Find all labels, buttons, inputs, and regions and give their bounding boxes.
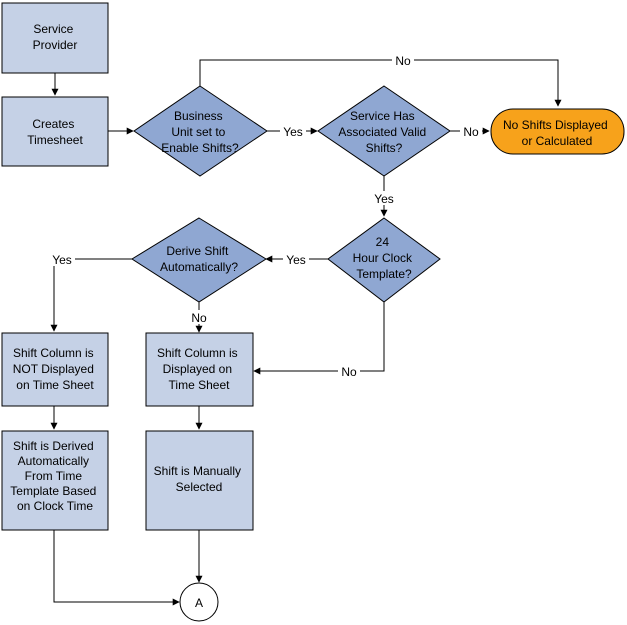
node-shift-displayed xyxy=(145,332,254,407)
edge-label-service-no: No xyxy=(463,125,479,139)
node-connector-a-label: A xyxy=(195,596,203,610)
edge-label-business-unit-yes: Yes xyxy=(283,125,303,139)
edge-clock-no xyxy=(253,302,385,375)
node-shift-not-displayed-label: Shift Column is NOT Displayed on Time Sh… xyxy=(13,346,97,392)
node-shift-not-displayed xyxy=(1,332,109,407)
node-creates-timesheet-label: Creates Timesheet xyxy=(27,117,83,147)
node-shift-derived xyxy=(1,430,109,531)
edge-business-unit-no xyxy=(199,59,562,107)
edge-label-clock-yes: Yes xyxy=(286,253,306,267)
node-shift-manual xyxy=(145,430,254,531)
edge-label-derive-yes: Yes xyxy=(52,253,72,267)
node-shift-displayed-label: Shift Column is Displayed on Time Sheet xyxy=(157,346,241,392)
node-derive-shift xyxy=(131,217,267,303)
edge-label-derive-no: No xyxy=(191,311,207,325)
edge-derive-yes xyxy=(50,258,132,332)
node-service-has-shifts-label: Service Has Associated Valid Shifts? xyxy=(338,109,429,155)
edge-derived-to-connector xyxy=(53,530,180,606)
node-hour-clock-label: 24 Hour Clock Template? xyxy=(353,235,416,281)
node-no-shifts-label: No Shifts Displayed or Calculated xyxy=(503,118,611,148)
node-shift-manual-label: Shift is Manually Selected xyxy=(154,464,245,494)
edge-label-business-unit-no: No xyxy=(395,54,411,68)
node-business-unit-label: Business Unit set to Enable Shifts? xyxy=(161,109,239,155)
node-service-has-shifts xyxy=(317,85,451,177)
node-no-shifts xyxy=(490,108,625,155)
node-business-unit xyxy=(133,85,268,177)
node-hour-clock xyxy=(327,217,441,303)
node-connector-a xyxy=(179,582,219,622)
node-service-provider-label: Service Provider xyxy=(33,22,78,52)
node-shift-derived-label: Shift is Derived Automatically From Time… xyxy=(10,439,99,513)
node-creates-timesheet xyxy=(1,96,109,167)
edge-label-clock-no: No xyxy=(341,365,357,379)
edge-label-service-yes: Yes xyxy=(374,192,394,206)
node-service-provider xyxy=(1,2,109,74)
node-derive-shift-label: Derive Shift Automatically? xyxy=(160,244,238,274)
